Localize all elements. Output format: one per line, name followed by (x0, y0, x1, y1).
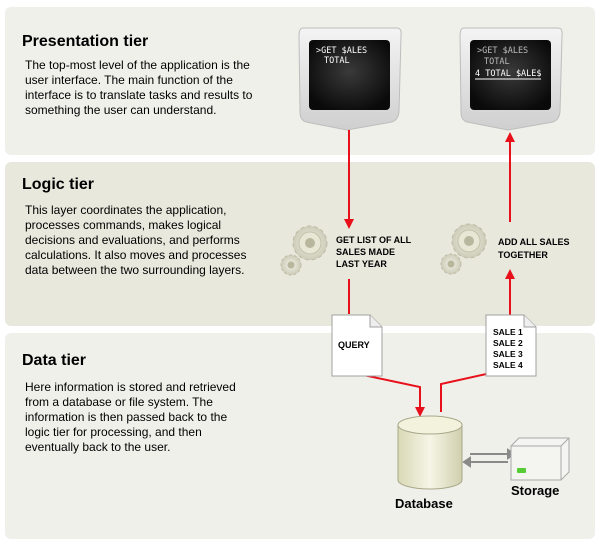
sync-arrows-icon (462, 448, 516, 468)
data-tier-description: Here information is stored and retrieved… (25, 380, 236, 454)
database-label: Database (395, 496, 453, 511)
query-document-icon (331, 314, 383, 377)
sales-document-line3: SALE 3 (493, 349, 523, 359)
monitor-right-line2: TOTAL (484, 57, 510, 67)
logic-tier-description: This layer coordinates the application, … (25, 203, 247, 277)
monitor-right-line1: >GET $ALES (477, 46, 528, 56)
gears-right-icon (440, 223, 487, 275)
monitor-right-line3: 4 TOTAL $ALE$ (475, 69, 542, 79)
arrow-database-to-sales (440, 368, 492, 412)
gear-left-text-line2: SALES MADE (336, 247, 395, 257)
presentation-tier-title: Presentation tier (22, 33, 149, 50)
monitor-right: >GET $ALES TOTAL 4 TOTAL $ALE$ (459, 27, 563, 131)
storage-label: Storage (511, 483, 559, 498)
monitor-left-screen (309, 40, 390, 110)
sales-document-line4: SALE 4 (493, 360, 523, 370)
query-document-label: QUERY (338, 340, 370, 350)
monitor-left-line1: >GET $ALES (316, 46, 367, 56)
monitor-left-line2: TOTAL (324, 56, 350, 66)
monitor-left: >GET $ALES TOTAL (298, 27, 402, 131)
logic-tier-title: Logic tier (22, 176, 95, 193)
monitor-right-screen (470, 40, 551, 110)
gear-left-text-line1: GET LIST OF ALL (336, 235, 412, 245)
storage-led-icon (517, 468, 526, 473)
gear-right-text-line2: TOGETHER (498, 250, 548, 260)
gears-left-icon (280, 225, 328, 276)
sales-document-icon (485, 314, 537, 377)
sales-document-line1: SALE 1 (493, 327, 523, 337)
storage-icon (510, 437, 570, 481)
presentation-tier-description: The top-most level of the application is… (25, 58, 253, 117)
database-icon (397, 415, 463, 490)
gear-left-text-line3: LAST YEAR (336, 259, 387, 269)
gear-right-text-line1: ADD ALL SALES (498, 237, 570, 247)
data-tier-title: Data tier (22, 352, 87, 369)
sales-document-line2: SALE 2 (493, 338, 523, 348)
